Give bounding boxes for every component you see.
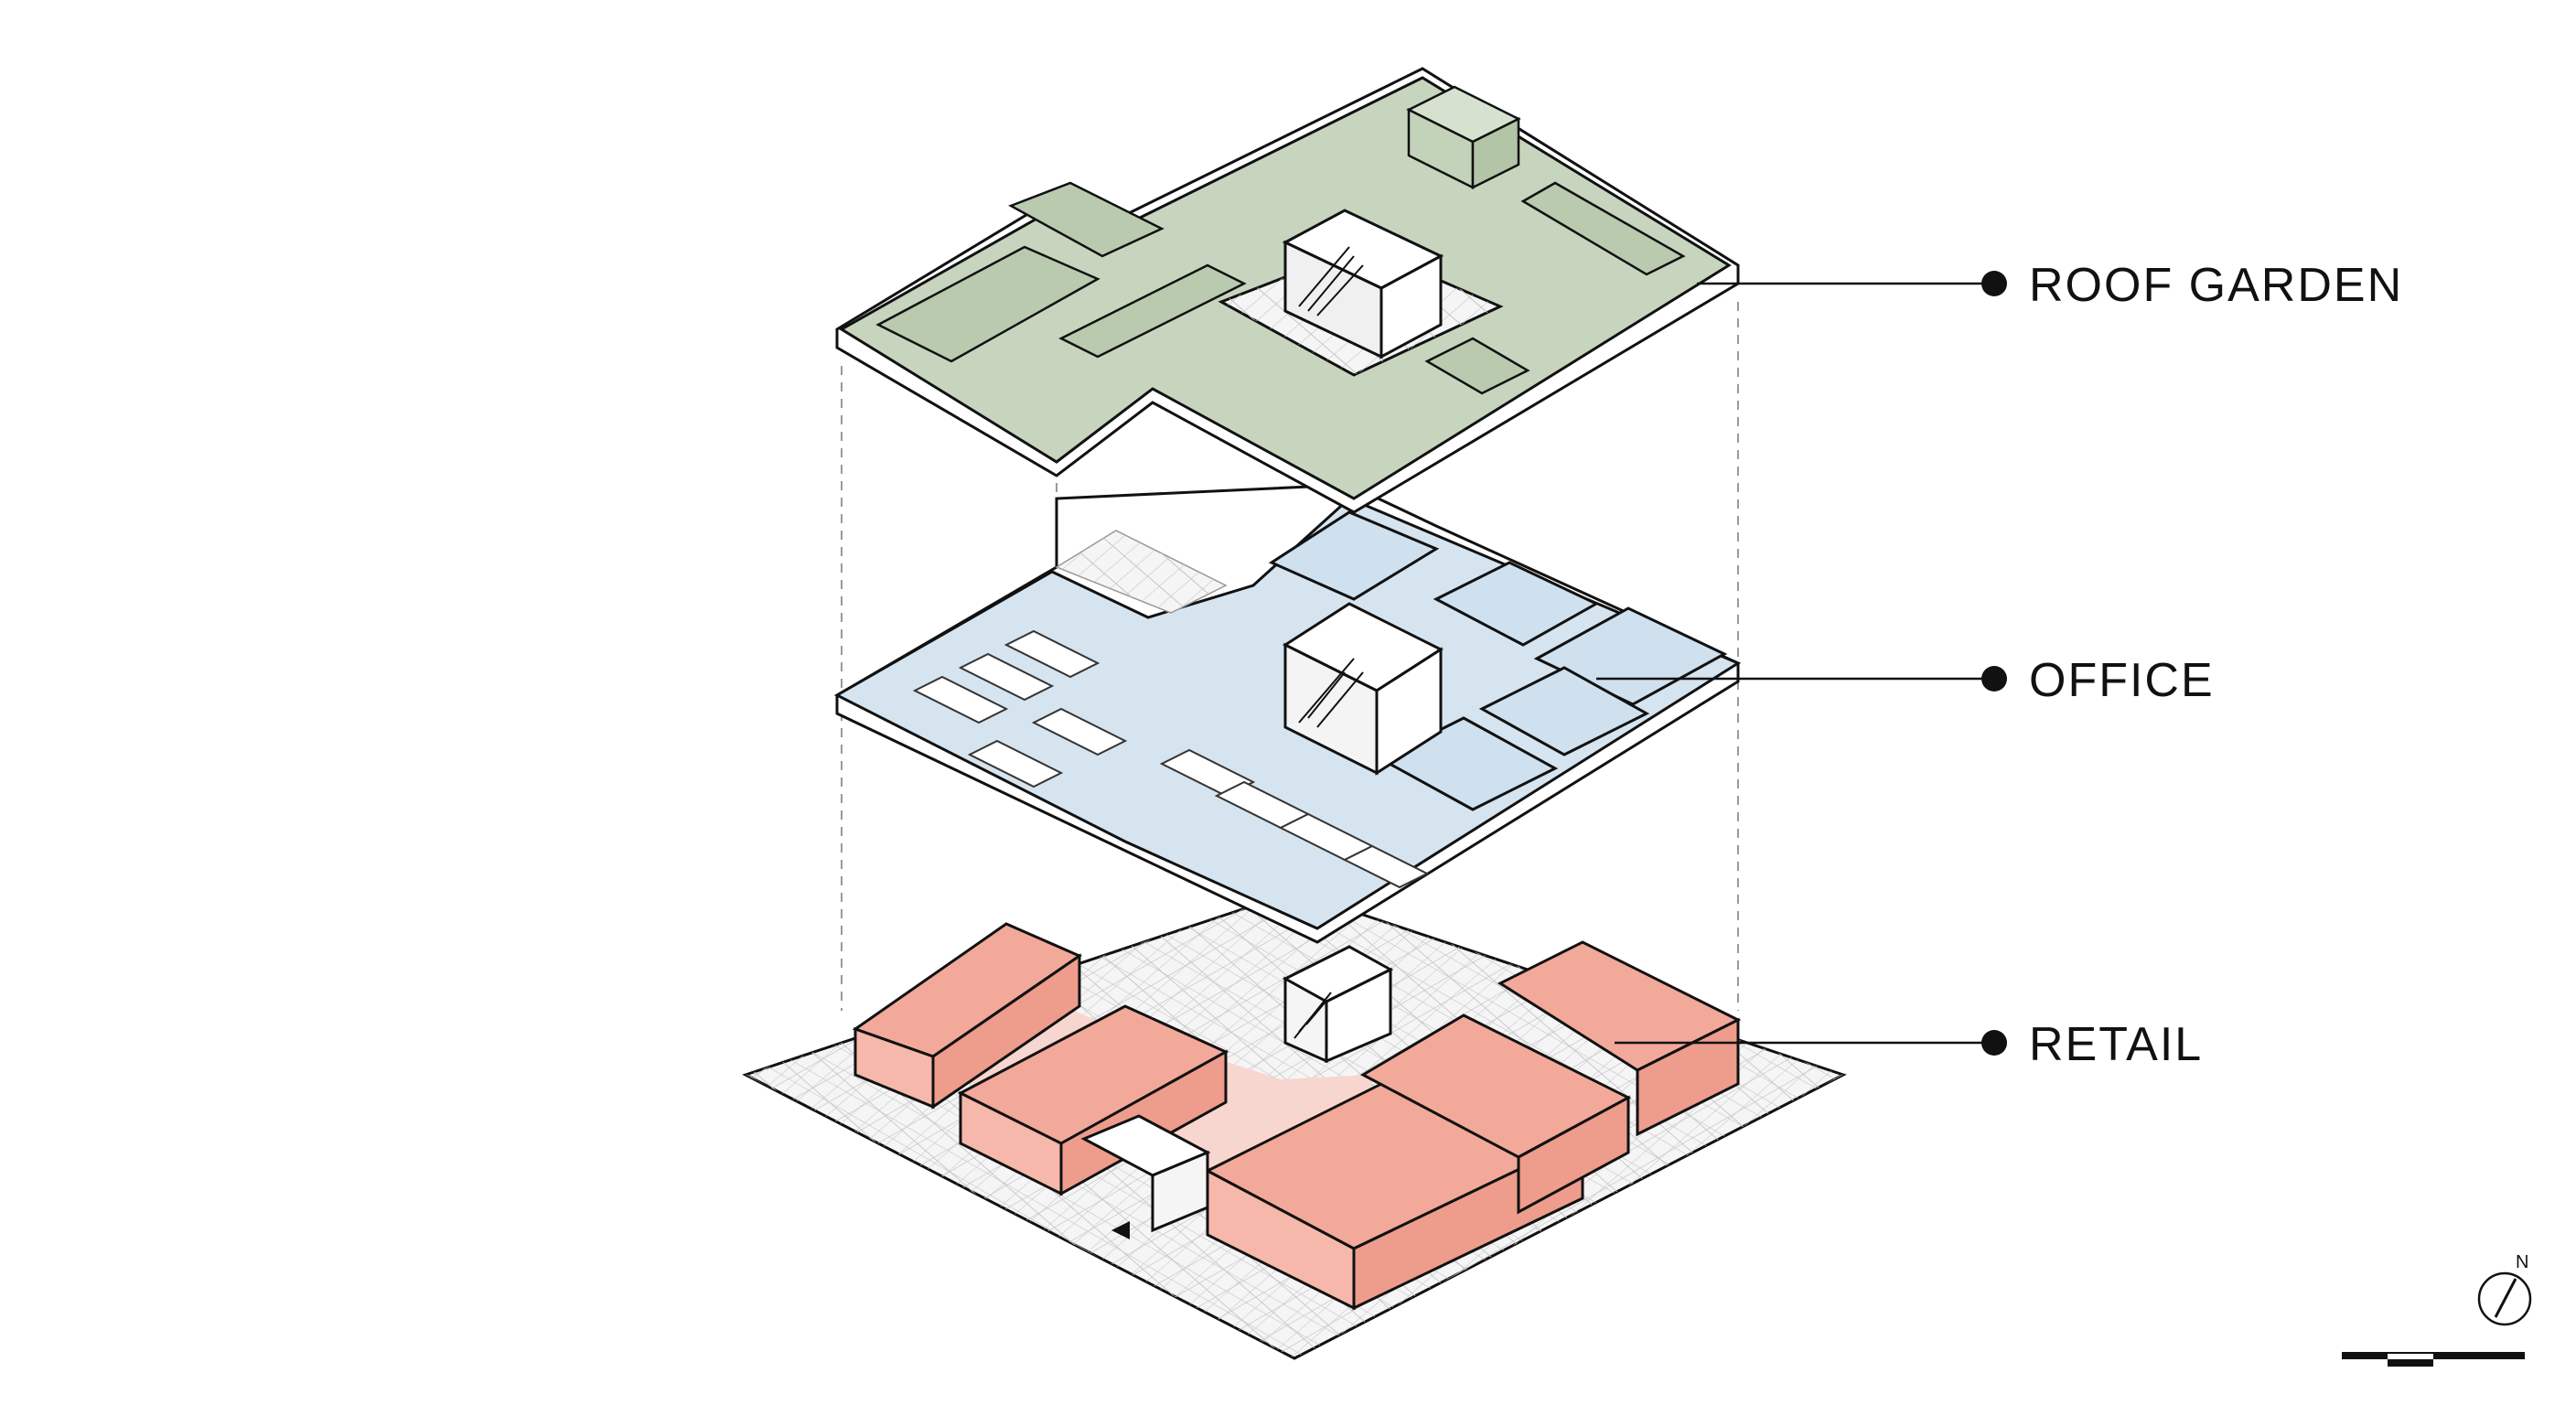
- bullet-icon: [1981, 1030, 2007, 1056]
- roof-stair-core: [1218, 209, 1504, 377]
- north-label: N: [2516, 1252, 2528, 1272]
- retail-unit-d: [1359, 1014, 1632, 1215]
- bullet-icon: [1981, 271, 2007, 296]
- office-label: OFFICE: [2029, 654, 2215, 707]
- retail-entrance: [1080, 1114, 1211, 1239]
- roof-pergola: [1406, 85, 1521, 190]
- compass-icon: [2477, 1271, 2532, 1326]
- north-arrow: N: [2477, 1252, 2532, 1326]
- label-office: OFFICE: [1596, 654, 2215, 707]
- label-retail: RETAIL: [1615, 1018, 2203, 1071]
- retail-floor: [742, 890, 1847, 1360]
- retail-unit-e: [1497, 940, 1742, 1137]
- office-floor: [833, 483, 1742, 944]
- office-workstations: [912, 629, 1430, 889]
- roof-planters: [875, 181, 1686, 395]
- retail-unit-a: [852, 922, 1083, 1110]
- label-roof-garden: ROOF GARDEN: [1697, 259, 2403, 312]
- scale-bar: [2342, 1352, 2525, 1367]
- bullet-icon: [1981, 666, 2007, 692]
- entrance-arrow-icon: [1111, 1221, 1130, 1239]
- retail-stair-core: [1282, 945, 1394, 1064]
- roof-garden-label: ROOF GARDEN: [2029, 259, 2403, 312]
- roof-floor: [835, 67, 1740, 514]
- retail-label: RETAIL: [2029, 1018, 2203, 1071]
- office-stair-core: [1282, 602, 1444, 776]
